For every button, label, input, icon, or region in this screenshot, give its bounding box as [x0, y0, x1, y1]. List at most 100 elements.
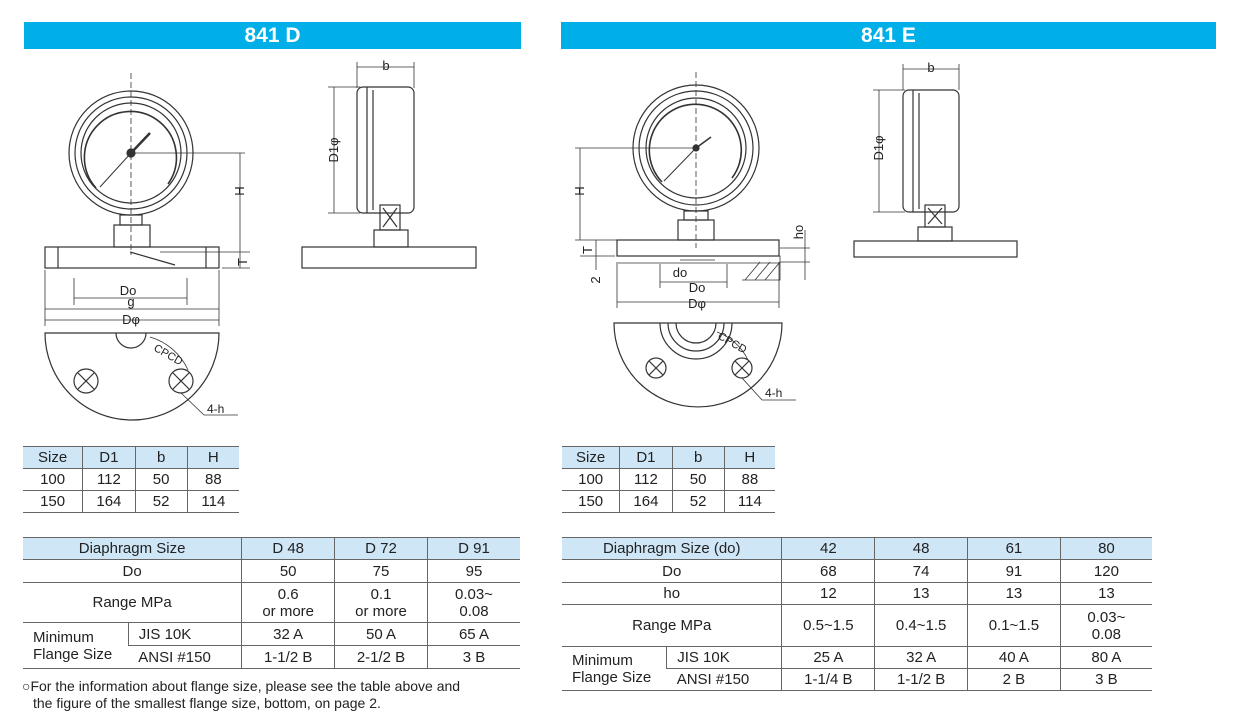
- label-h: H: [232, 186, 247, 195]
- cell: 75: [334, 559, 428, 583]
- cell: 112: [82, 468, 136, 491]
- label-ansi: ANSI #150: [666, 668, 782, 691]
- cell: 80: [1059, 537, 1152, 560]
- cell: 32 A: [874, 646, 968, 669]
- cell: 95: [426, 559, 520, 583]
- cell: 50: [241, 559, 335, 583]
- min-label-2: Flange Size: [572, 668, 652, 686]
- title-banner-841d: 841 D: [24, 22, 521, 49]
- cell: 88: [186, 468, 239, 491]
- drawing-841d: b D1φ H T Do g Dφ CPCD 4-h: [44, 58, 477, 421]
- label-t: T: [580, 246, 595, 254]
- label-jis: JIS 10K: [666, 646, 782, 669]
- header-b: b: [134, 446, 188, 469]
- range-line: 0.08: [459, 602, 489, 620]
- label-dphi: Dφ: [688, 296, 706, 311]
- range-line: 0.03~: [454, 585, 493, 603]
- label-holes: 4-h: [207, 402, 224, 416]
- cell: 42: [781, 537, 875, 560]
- cell: 2 B: [967, 668, 1061, 691]
- cell: 48: [874, 537, 968, 560]
- cell: 3 B: [426, 645, 520, 669]
- cell: 68: [781, 559, 875, 583]
- range-line: 0.6: [277, 585, 299, 603]
- cell: 100: [562, 468, 620, 491]
- cell: 13: [1059, 582, 1152, 605]
- range-line: 0.1: [370, 585, 392, 603]
- cell: 164: [82, 490, 136, 513]
- cell: 13: [874, 582, 968, 605]
- label-do-small: do: [673, 265, 687, 280]
- label-g: g: [127, 294, 134, 309]
- cell: 65 A: [426, 622, 520, 646]
- label-b: b: [927, 60, 934, 75]
- cell: 50: [134, 468, 188, 491]
- header-size: Size: [562, 446, 620, 469]
- title-841e: 841 E: [861, 23, 916, 47]
- cell: 0.4~1.5: [874, 604, 968, 647]
- label-t: T: [235, 258, 250, 266]
- min-label-1: Minimum: [33, 628, 94, 646]
- header-d1: D1: [82, 446, 136, 469]
- cell: 114: [186, 490, 239, 513]
- label-do: Do: [689, 280, 706, 295]
- cell: 50: [671, 468, 725, 491]
- cell: 50 A: [334, 622, 428, 646]
- min-label-1: Minimum: [572, 651, 633, 669]
- cell: 100: [23, 468, 83, 491]
- size-table-841d: Size D1 b H 100 112 50 88 150 164 52 114: [23, 446, 239, 513]
- label-h: H: [572, 186, 587, 195]
- cell: 13: [967, 582, 1061, 605]
- cell: D 91: [426, 537, 520, 560]
- cell-range: 0.03~0.08: [1059, 604, 1152, 647]
- cell: D 48: [241, 537, 335, 560]
- range-line: 0.03~: [1087, 608, 1126, 626]
- label-d1: D1φ: [871, 135, 886, 160]
- cell: 112: [619, 468, 673, 491]
- label-do: Do: [23, 559, 242, 583]
- spec-table-841d: Diaphragm Size D 48 D 72 D 91 Do 50 75 9…: [23, 537, 520, 669]
- cell: 0.1~1.5: [967, 604, 1061, 647]
- cell: 114: [723, 490, 775, 513]
- cell: 52: [671, 490, 725, 513]
- label-dphi: Dφ: [122, 312, 140, 327]
- header-h: H: [723, 446, 775, 469]
- label-diaphragm-size: Diaphragm Size: [23, 537, 242, 560]
- min-label-2: Flange Size: [33, 645, 113, 663]
- label-range: Range MPa: [23, 582, 242, 623]
- cell: 12: [781, 582, 875, 605]
- label-d1: D1φ: [326, 137, 341, 162]
- cell: 88: [723, 468, 775, 491]
- cell: 80 A: [1059, 646, 1152, 669]
- range-line: or more: [355, 602, 407, 620]
- note-line-1: ○For the information about flange size, …: [22, 678, 461, 694]
- header-h: H: [186, 446, 239, 469]
- note-line-2: the figure of the smallest flange size, …: [33, 695, 381, 711]
- spec-table-841e: Diaphragm Size (do) 42 48 61 80 Do 68 74…: [562, 537, 1152, 691]
- label-ho: ho: [562, 582, 782, 605]
- header-d1: D1: [619, 446, 673, 469]
- cell: 150: [562, 490, 620, 513]
- label-ansi: ANSI #150: [128, 645, 242, 669]
- label-range: Range MPa: [562, 604, 782, 647]
- cell: 1-1/4 B: [781, 668, 875, 691]
- title-841d: 841 D: [244, 23, 301, 47]
- cell-range: 0.03~0.08: [426, 582, 520, 623]
- header-b: b: [671, 446, 725, 469]
- cell: 40 A: [967, 646, 1061, 669]
- label-holes: 4-h: [765, 386, 782, 400]
- label-b: b: [382, 58, 389, 73]
- label-jis: JIS 10K: [127, 622, 242, 646]
- label-do: Do: [562, 559, 782, 583]
- cell: 74: [874, 559, 968, 583]
- cell: 25 A: [781, 646, 875, 669]
- cell: 3 B: [1059, 668, 1152, 691]
- cell: 1-1/2 B: [241, 645, 335, 669]
- flange-size-note: ○For the information about flange size, …: [22, 678, 542, 712]
- cell: 0.5~1.5: [781, 604, 875, 647]
- label-two: 2: [588, 276, 603, 283]
- drawing-841e: b D1φ H T 2 ho do Do Dφ CPCD 4-h: [572, 60, 1018, 408]
